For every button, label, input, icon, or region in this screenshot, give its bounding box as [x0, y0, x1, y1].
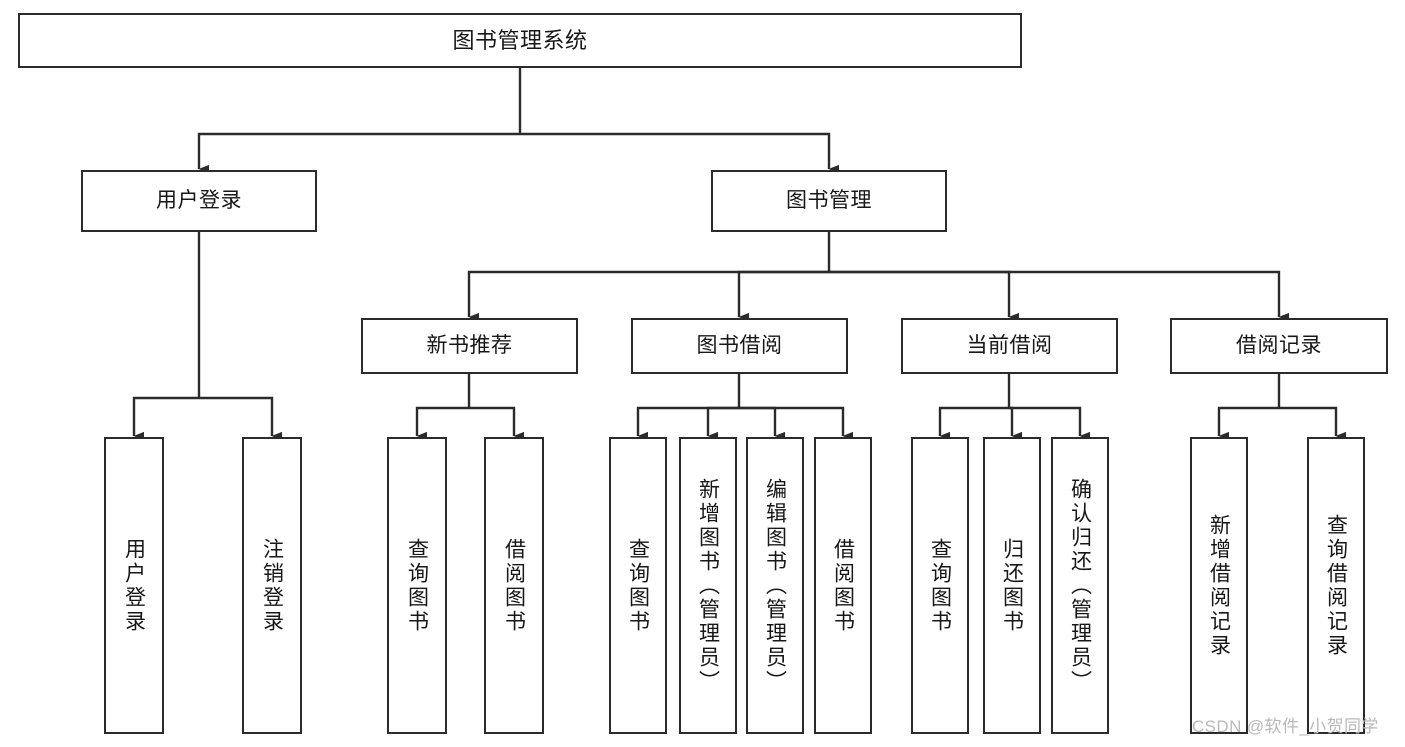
connector-root-to-login: [197, 132, 520, 174]
node-login[interactable]: 用户登录: [81, 170, 317, 232]
node-current[interactable]: 当前借阅: [901, 318, 1118, 374]
node-label: 查询借阅记录: [1324, 513, 1348, 658]
node-label: 用户登录: [156, 188, 242, 212]
node-label: 用户登录: [122, 537, 146, 634]
node-leaf-bk-query[interactable]: 查询图书: [609, 437, 667, 734]
node-label: 编辑图书（管理员）: [763, 477, 787, 694]
connector-bookmgmt-to-borrow: [737, 270, 829, 322]
connector-bookmgmt-to-records: [829, 270, 1289, 322]
connector-newbook-to-leaf-nb-borrow: [469, 406, 524, 441]
node-label: 查询图书: [626, 537, 650, 634]
connector-lines: [132, 68, 1346, 441]
connector-login-to-leaf-user-logout: [199, 396, 282, 441]
node-label: 图书借阅: [696, 333, 783, 357]
node-leaf-cur-confirm[interactable]: 确认归还（管理员）: [1051, 437, 1109, 734]
connector-borrow-to-leaf-bk-add: [706, 406, 739, 441]
node-bookmgmt[interactable]: 图书管理: [711, 170, 947, 232]
connector-current-to-leaf-cur-return: [1009, 406, 1022, 441]
connector-bookmgmt-to-current: [829, 270, 1019, 322]
node-label: 归还图书: [1000, 537, 1024, 634]
connector-current-to-leaf-cur-query: [938, 406, 1009, 441]
node-label: 借阅图书: [502, 537, 526, 634]
node-label: 新增图书（管理员）: [696, 477, 720, 694]
node-leaf-bk-add[interactable]: 新增图书（管理员）: [679, 437, 737, 734]
node-label: 图书管理系统: [452, 27, 588, 53]
node-label: 查询图书: [928, 537, 952, 634]
connector-bookmgmt-to-newbook: [467, 270, 829, 322]
connector-borrow-to-leaf-bk-borrow: [739, 406, 853, 441]
connector-records-to-leaf-rec-query: [1279, 406, 1346, 441]
connector-records-to-leaf-rec-add: [1217, 406, 1279, 441]
node-label: 确认归还（管理员）: [1068, 477, 1092, 694]
connector-current-to-leaf-cur-confirm: [1009, 406, 1090, 441]
node-leaf-rec-add[interactable]: 新增借阅记录: [1190, 437, 1248, 734]
node-leaf-user-login[interactable]: 用户登录: [104, 437, 164, 734]
node-leaf-nb-query[interactable]: 查询图书: [387, 437, 447, 734]
connector-login-to-leaf-user-login: [132, 396, 199, 441]
node-label: 注销登录: [260, 537, 284, 634]
node-leaf-user-logout[interactable]: 注销登录: [242, 437, 302, 734]
node-newbook[interactable]: 新书推荐: [361, 318, 578, 374]
connector-borrow-to-leaf-bk-edit: [739, 406, 785, 441]
node-label: 查询图书: [405, 537, 429, 634]
node-root[interactable]: 图书管理系统: [18, 13, 1022, 68]
connector-root-to-bookmgmt: [520, 132, 839, 174]
csdn-watermark: CSDN @软件_小贺同学: [1192, 717, 1379, 736]
node-label: 图书管理: [786, 188, 872, 212]
node-records[interactable]: 借阅记录: [1170, 318, 1388, 374]
node-leaf-bk-borrow[interactable]: 借阅图书: [814, 437, 872, 734]
node-leaf-cur-return[interactable]: 归还图书: [983, 437, 1041, 734]
node-label: 新书推荐: [426, 333, 513, 357]
node-label: 当前借阅: [966, 333, 1053, 357]
node-leaf-rec-query[interactable]: 查询借阅记录: [1307, 437, 1365, 734]
connector-borrow-to-leaf-bk-query: [636, 406, 739, 441]
node-borrow[interactable]: 图书借阅: [631, 318, 848, 374]
node-label: 借阅记录: [1236, 333, 1322, 357]
node-leaf-nb-borrow[interactable]: 借阅图书: [484, 437, 544, 734]
connector-newbook-to-leaf-nb-query: [415, 406, 469, 441]
node-leaf-bk-edit[interactable]: 编辑图书（管理员）: [746, 437, 804, 734]
node-leaf-cur-query[interactable]: 查询图书: [911, 437, 969, 734]
node-label: 借阅图书: [831, 537, 855, 634]
node-label: 新增借阅记录: [1207, 513, 1231, 658]
